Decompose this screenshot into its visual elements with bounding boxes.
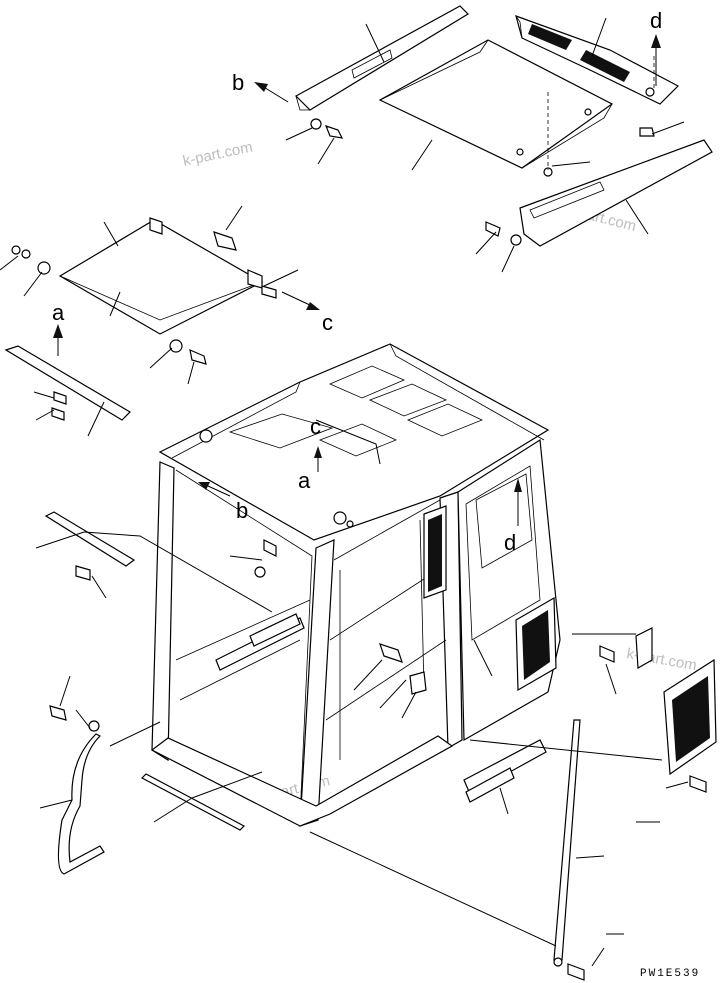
direction-label-d-cab: d: [504, 530, 516, 555]
cab-body: [150, 343, 561, 827]
leader-lines: [0, 17, 689, 967]
drawing-code: PW1E539: [640, 968, 700, 980]
direction-label-b-cab: b: [236, 498, 248, 523]
direction-label-a: a: [52, 300, 65, 325]
direction-label-b: b: [232, 70, 244, 95]
louver-grille: [635, 627, 717, 776]
front-lower-rail: [4, 345, 131, 421]
watermark: k-part.com: [181, 139, 254, 170]
direction-arrows: [53, 34, 661, 526]
support-rod: [553, 719, 581, 967]
front-visor-plate: [58, 217, 264, 335]
direction-label-c: c: [322, 310, 333, 335]
roof-bolts: [310, 118, 655, 246]
roof-rear-cover: [515, 15, 679, 105]
watermark: k-part.com: [625, 645, 698, 674]
direction-label-c-cab: c: [310, 414, 321, 439]
roof-right-rail: [519, 139, 713, 247]
cab-small-parts: [49, 539, 707, 981]
floor-strip: [141, 773, 245, 831]
direction-label-a-cab: a: [298, 468, 311, 493]
front-side-strip: [44, 511, 136, 567]
visor-bolts: [11, 245, 277, 421]
grab-handle: [57, 733, 105, 875]
direction-label-d: d: [650, 8, 662, 33]
rear-side-cover: [463, 739, 547, 803]
roof-center-plate: [378, 39, 614, 169]
